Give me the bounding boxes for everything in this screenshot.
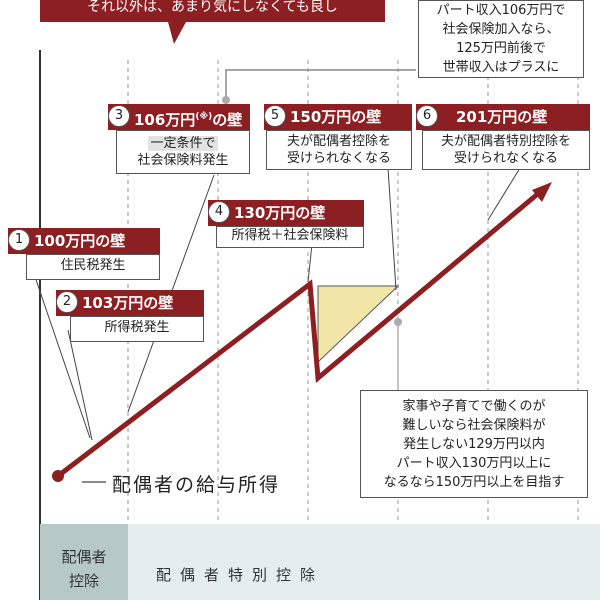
advice-note: 家事や子育てで働くのが 難しいなら社会保険料が 発生しない129万円以内 パート… — [360, 390, 588, 498]
advice-note-line: 家事や子育てで働くのが — [402, 399, 546, 414]
wall-3-title-suffix: の壁 — [212, 111, 243, 129]
top-callout-line: 世帯収入はプラスに — [442, 60, 560, 75]
connector-top-callout — [225, 69, 416, 100]
wall-3-number-text: 3 — [114, 108, 124, 123]
wall-1-desc-box: 住民税発生 — [26, 254, 160, 280]
wall-1-title: 100万円の壁 — [8, 228, 160, 254]
banner-pointer — [168, 22, 186, 44]
wall-1-title-text: 100万円の壁 — [34, 232, 126, 250]
wall-5-title-text: 150万円の壁 — [290, 108, 382, 126]
advice-note-line: 発生しない129万円以内 — [403, 437, 545, 452]
highlight-region — [317, 285, 400, 364]
wall-3-title: 106万円(※)の壁 — [108, 104, 250, 130]
top-callout-line: パート収入106万円で — [436, 3, 566, 18]
wall-6-desc-box: 夫が配偶者特別控除を 受けられなくなる — [422, 130, 590, 170]
connector-103 — [67, 329, 93, 441]
wall-2-number: 2 — [56, 291, 78, 313]
advice-note-line: パート収入130万円以上に — [396, 456, 552, 471]
wall-5-number: 5 — [264, 105, 286, 127]
top-banner: それ以外は、あまり気にしなくても良し — [40, 0, 385, 22]
wall-6-number: 6 — [416, 105, 438, 127]
wall-3-title-sup: (※) — [195, 112, 213, 122]
wall-4-number-text: 4 — [214, 204, 224, 219]
top-banner-text: それ以外は、あまり気にしなくても良し — [87, 0, 338, 15]
wall-4-desc-box: 所得税＋社会保険料 — [216, 226, 364, 248]
connector-150 — [387, 167, 397, 291]
wall-3-desc-box: 一定条件で 社会保険料発生 — [116, 130, 250, 174]
wall-3-desc: 社会保険料発生 — [137, 153, 229, 168]
spousal-deduction-band: 配偶者 控除 — [40, 524, 128, 600]
wall-2-title: 103万円の壁 — [56, 290, 204, 316]
income-line-start-dot — [52, 470, 64, 482]
wall-5-desc: 夫が配偶者控除を — [286, 134, 391, 149]
wall-1-number-text: 1 — [14, 232, 24, 247]
wall-5-number-text: 5 — [270, 108, 280, 123]
wall-4-title: 130万円の壁 — [208, 200, 364, 226]
wall-2-desc: 所得税発生 — [104, 320, 170, 335]
callout-anchor-dot — [222, 96, 230, 104]
wall-6-title: 201万円の壁 — [416, 104, 590, 130]
wall-6-desc: 夫が配偶者特別控除を — [440, 134, 571, 149]
spousal-deduction-label-line: 配偶者 — [61, 548, 107, 566]
wall-4-title-text: 130万円の壁 — [234, 204, 326, 222]
wall-1-desc: 住民税発生 — [60, 258, 126, 273]
wall-6-number-text: 6 — [422, 108, 432, 123]
advice-note-line: なるなら150万円以上を目指す — [383, 475, 565, 490]
income-line — [56, 190, 542, 478]
connector-201 — [487, 167, 521, 221]
spousal-deduction-label-line: 控除 — [68, 572, 99, 590]
wall-3-title-prefix: 106万円 — [134, 111, 196, 129]
connector-100 — [31, 267, 91, 439]
wall-5-title: 150万円の壁 — [264, 104, 412, 130]
wall-2-number-text: 2 — [62, 294, 72, 309]
wall-6-title-text: 201万円の壁 — [456, 108, 548, 126]
wall-3-desc: 一定条件で — [148, 136, 218, 151]
wall-5-desc: 受けられなくなる — [286, 151, 391, 166]
top-callout: パート収入106万円で 社会保険加入なら、 125万円前後で 世帯収入はプラスに — [418, 0, 584, 78]
wall-2-title-text: 103万円の壁 — [82, 294, 174, 312]
wall-2-desc-box: 所得税発生 — [70, 316, 204, 342]
top-callout-line: 社会保険加入なら、 — [442, 22, 560, 37]
wall-6-desc: 受けられなくなる — [453, 151, 558, 166]
top-callout-line: 125万円前後で — [456, 41, 546, 56]
wall-4-number: 4 — [208, 201, 230, 223]
note-anchor-dot — [394, 318, 402, 326]
wall-4-desc: 所得税＋社会保険料 — [231, 228, 349, 243]
wall-3-number: 3 — [108, 105, 130, 127]
wall-5-desc-box: 夫が配偶者控除を 受けられなくなる — [266, 130, 412, 170]
spousal-special-deduction-label: 配偶者特別控除 — [156, 566, 325, 584]
connector-130 — [307, 243, 313, 283]
spousal-special-deduction-band: 配偶者特別控除 — [128, 524, 600, 600]
advice-note-line: 難しいなら社会保険料が — [402, 418, 546, 433]
income-line-arrowhead — [532, 182, 552, 202]
income-line-label: 配偶者の給与所得 — [112, 474, 281, 496]
wall-1-number: 1 — [8, 229, 30, 251]
